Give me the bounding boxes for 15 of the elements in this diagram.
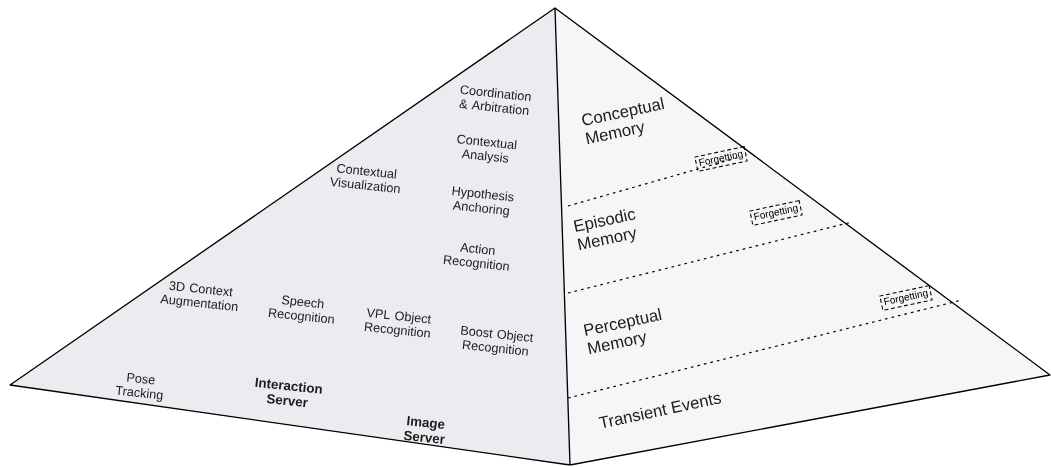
module-label: Boost Object Recognition [461, 325, 534, 356]
module-label: Coordination & Arbitration [459, 85, 531, 116]
server-label: Image Server [403, 416, 445, 444]
memory-label: Perceptual Memory [583, 308, 662, 355]
memory-label: Transient Events [598, 394, 722, 428]
server-label: Interaction Server [255, 377, 322, 408]
module-label: Speech Recognition [268, 295, 334, 324]
module-label: Pose Tracking [116, 372, 163, 402]
module-label: VPL Object Recognition [364, 308, 432, 338]
module-label: Hypothesis Anchoring [452, 186, 514, 218]
module-label: 3D Context Augmentation [160, 281, 238, 312]
memory-label: Episodic Memory [573, 209, 636, 251]
module-label: Contextual Visualization [330, 163, 400, 194]
module-label: Action Recognition [443, 243, 509, 271]
module-label: Contextual Analysis [457, 134, 517, 164]
